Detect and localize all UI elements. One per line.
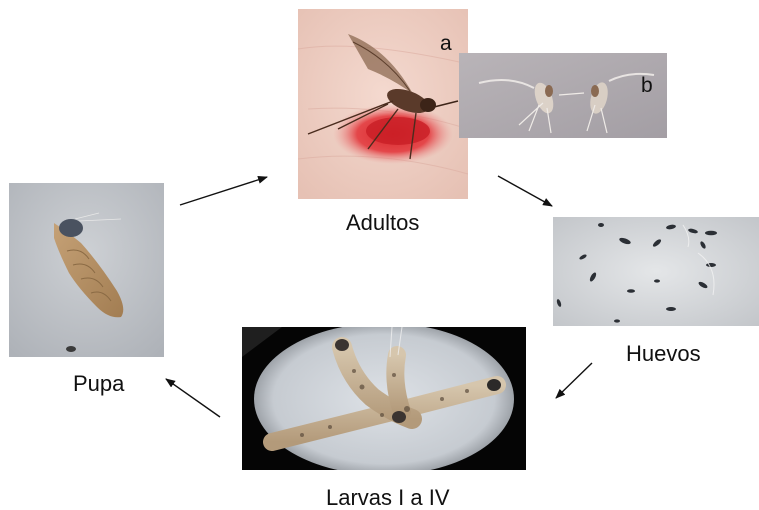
arrow-eggs-to-larvae bbox=[556, 363, 592, 398]
arrow-larvae-to-pupa bbox=[166, 379, 220, 417]
arrow-pupa-to-adults bbox=[180, 177, 267, 205]
arrow-adults-to-eggs bbox=[498, 176, 552, 206]
